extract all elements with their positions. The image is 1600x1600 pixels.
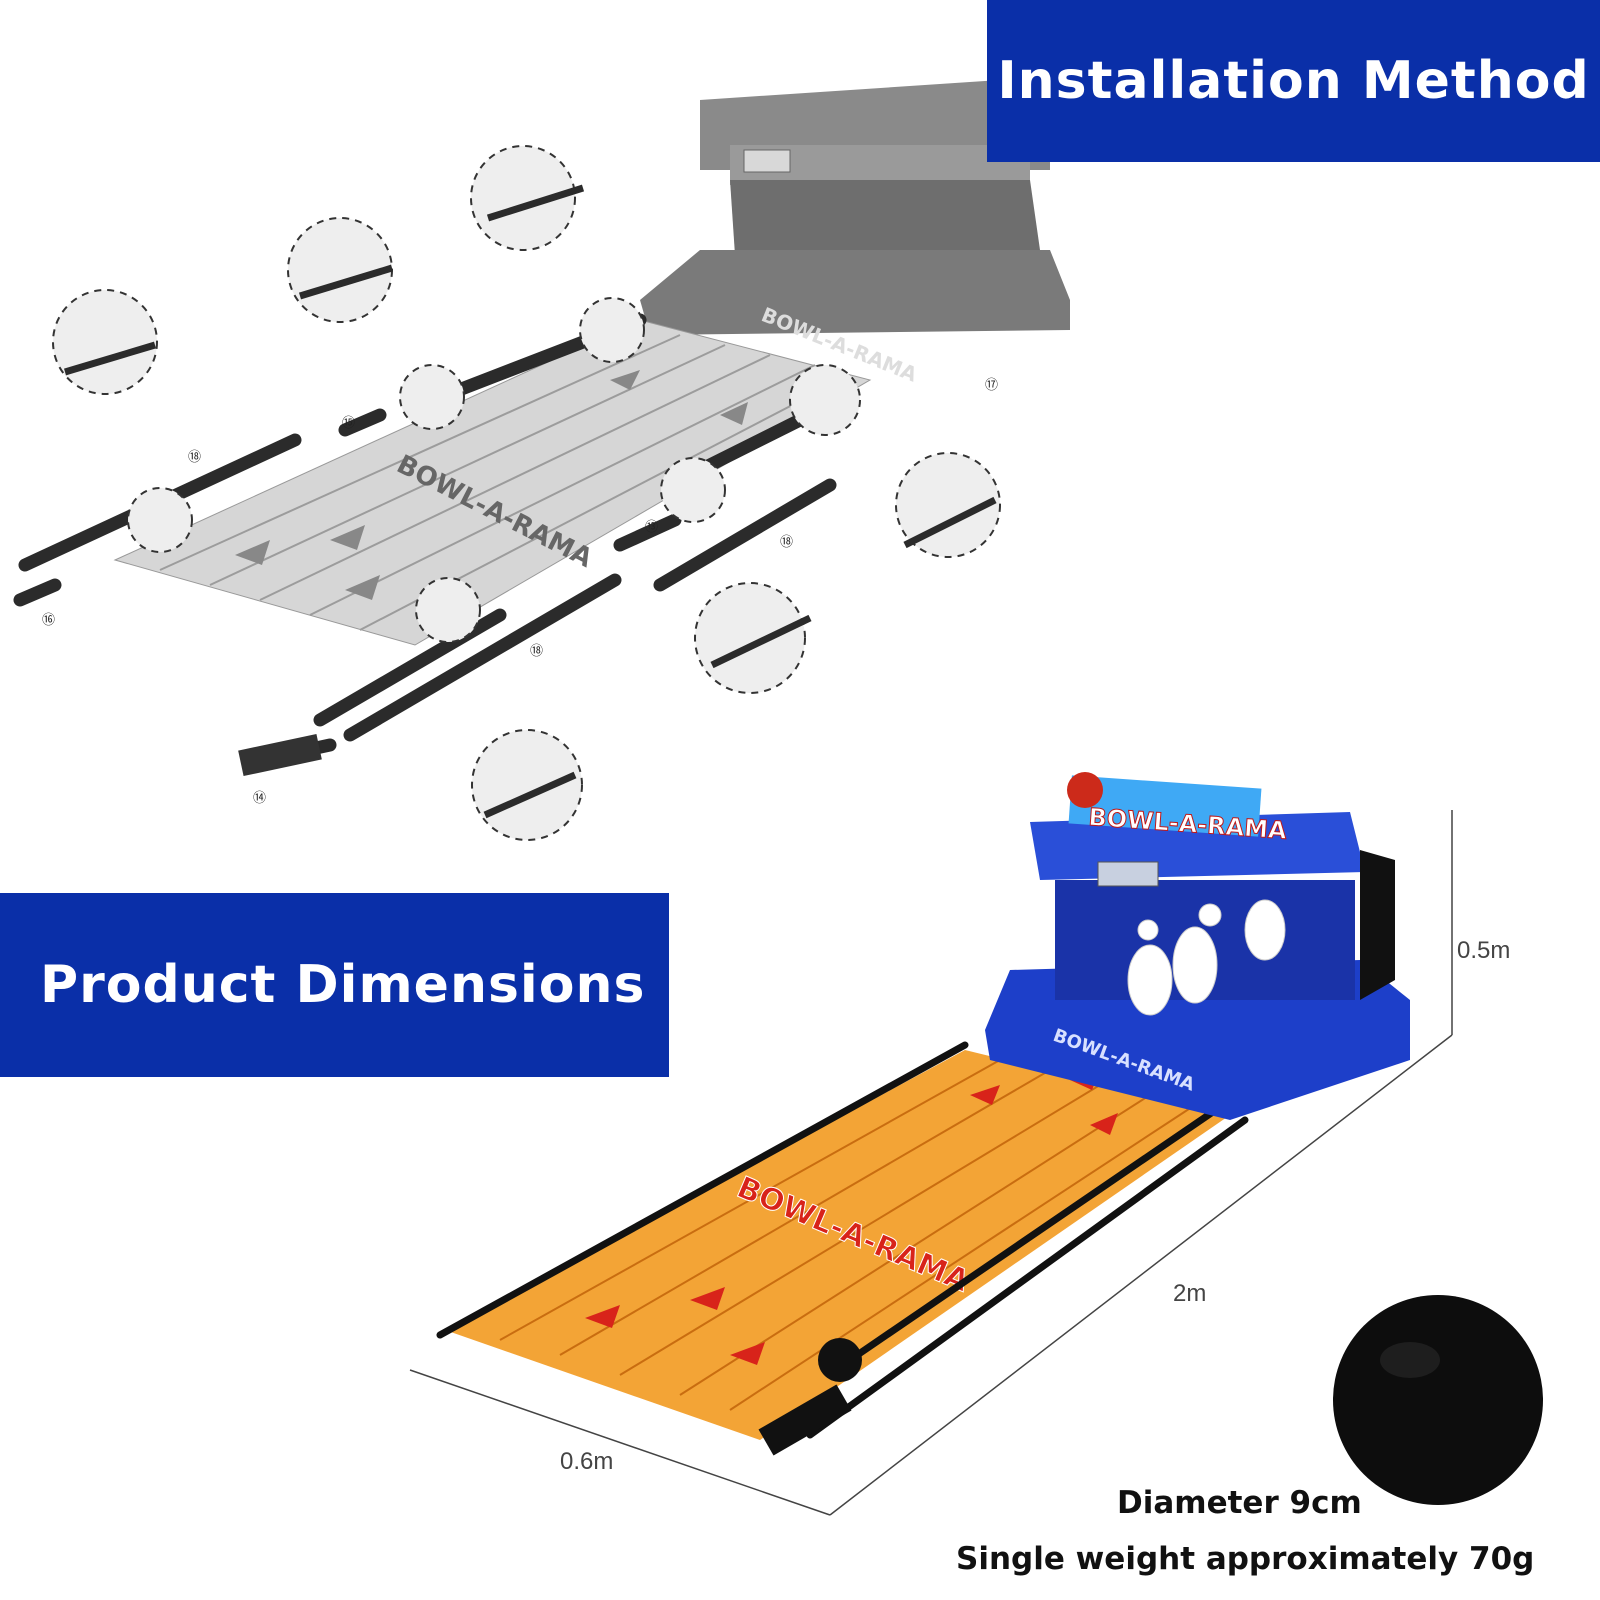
gray-lane (113, 319, 872, 646)
sign-ball-icon (1067, 772, 1103, 808)
part-number-13: ⑬ (645, 520, 658, 535)
part-number-16: ⑯ (42, 613, 55, 628)
orange-lane-grain (499, 1059, 1196, 1411)
top-sign-board (1068, 775, 1262, 837)
part-number-18b: ⑱ (780, 535, 793, 550)
product-dimensions-banner: Product Dimensions (0, 893, 669, 1077)
lane-ball (818, 1338, 862, 1382)
ball-diameter-caption: Diameter 9cm (1117, 1485, 1362, 1521)
length-label: 2m (1173, 1280, 1207, 1307)
orange-lane (445, 1050, 1230, 1440)
ball-highlight (1380, 1342, 1440, 1378)
installation-diagram: BOWL-A-RAMA BOWL-A-RAMA (13, 80, 1070, 841)
dimension-lines (409, 810, 1453, 1516)
machine-side-strap (1360, 850, 1395, 1000)
bowling-ball-closeup (1333, 1295, 1543, 1505)
part-number-17: ⑰ (985, 378, 998, 393)
part-number-18c: ⑱ (530, 644, 543, 659)
installation-method-title: Installation Method (997, 51, 1590, 111)
part-number-15: ⑮ (342, 416, 355, 431)
part-number-18a: ⑱ (188, 450, 201, 465)
bowling-pins (1127, 899, 1286, 1016)
ball-weight-caption: Single weight approximately 70g (956, 1541, 1535, 1577)
blue-pin-machine: BOWL-A-RAMA BOWL-A-RAMA (985, 772, 1410, 1120)
width-label: 0.6m (560, 1448, 614, 1475)
height-label: 0.5m (1457, 937, 1511, 964)
gray-lane-arrows (235, 370, 748, 600)
part-number-14: ⑭ (253, 791, 266, 806)
product-rails (436, 1041, 1249, 1439)
product-illustration: BOWL-A-RAMA (409, 772, 1543, 1516)
product-dimensions-title: Product Dimensions (40, 955, 646, 1015)
gray-foot-piece (238, 733, 322, 777)
installation-method-banner: Installation Method (987, 0, 1600, 162)
product-foot-piece (758, 1384, 852, 1456)
detail-rail-closeups (63, 184, 997, 819)
